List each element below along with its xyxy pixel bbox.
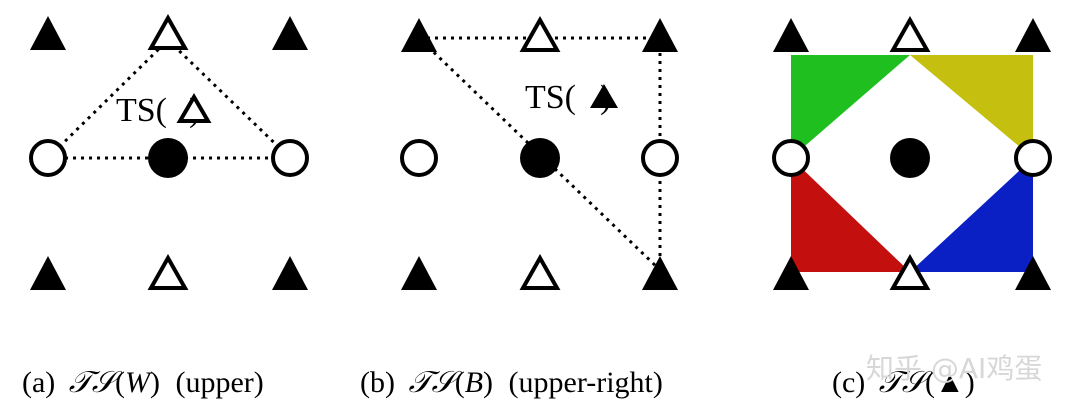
filled-triangle-icon xyxy=(1015,256,1051,290)
caption-b: (b) 𝒯𝒮(B) (upper-right) xyxy=(360,366,663,399)
caption-c: (c) 𝒯𝒮(▲) xyxy=(832,366,975,399)
blue-region xyxy=(910,158,1033,272)
yellow-region xyxy=(910,55,1033,158)
hollow-circle-icon xyxy=(772,139,810,177)
hollow-circle-icon xyxy=(29,139,67,177)
filled-triangle-icon xyxy=(642,256,678,290)
filled-triangle-icon xyxy=(773,256,809,290)
hollow-triangle-icon xyxy=(147,253,189,290)
hollow-circle-icon xyxy=(1014,139,1052,177)
hollow-triangle-icon xyxy=(889,15,931,52)
green-region xyxy=(791,55,910,158)
filled-triangle-icon xyxy=(401,18,437,52)
hollow-circle-icon xyxy=(271,139,309,177)
filled-circle-icon xyxy=(890,138,930,178)
caption-a: (a) 𝒯𝒮(W) (upper) xyxy=(22,366,264,399)
red-region xyxy=(791,158,910,272)
hollow-triangle-icon xyxy=(147,13,189,50)
filled-triangle-icon xyxy=(773,18,809,52)
hollow-triangle-icon xyxy=(519,253,561,290)
filled-triangle-icon xyxy=(1015,18,1051,52)
watermark: 知乎 @AI鸡蛋 xyxy=(866,352,1042,385)
filled-triangle-icon xyxy=(272,16,308,50)
filled-triangle-icon xyxy=(272,256,308,290)
filled-triangle-icon xyxy=(30,256,66,290)
panel-a: TS() xyxy=(29,13,309,290)
panel-b: TS() xyxy=(400,15,679,290)
hollow-triangle-icon xyxy=(519,15,561,52)
panel-c xyxy=(772,15,1052,290)
filled-triangle-icon xyxy=(590,84,618,108)
filled-triangle-icon xyxy=(642,18,678,52)
hollow-triangle-icon xyxy=(889,253,931,290)
filled-circle-icon xyxy=(148,138,188,178)
hollow-circle-icon xyxy=(400,139,438,177)
filled-triangle-icon xyxy=(30,16,66,50)
filled-circle-icon xyxy=(520,138,560,178)
filled-triangle-icon xyxy=(401,256,437,290)
hollow-circle-icon xyxy=(641,139,679,177)
hollow-triangle-icon xyxy=(176,93,212,123)
